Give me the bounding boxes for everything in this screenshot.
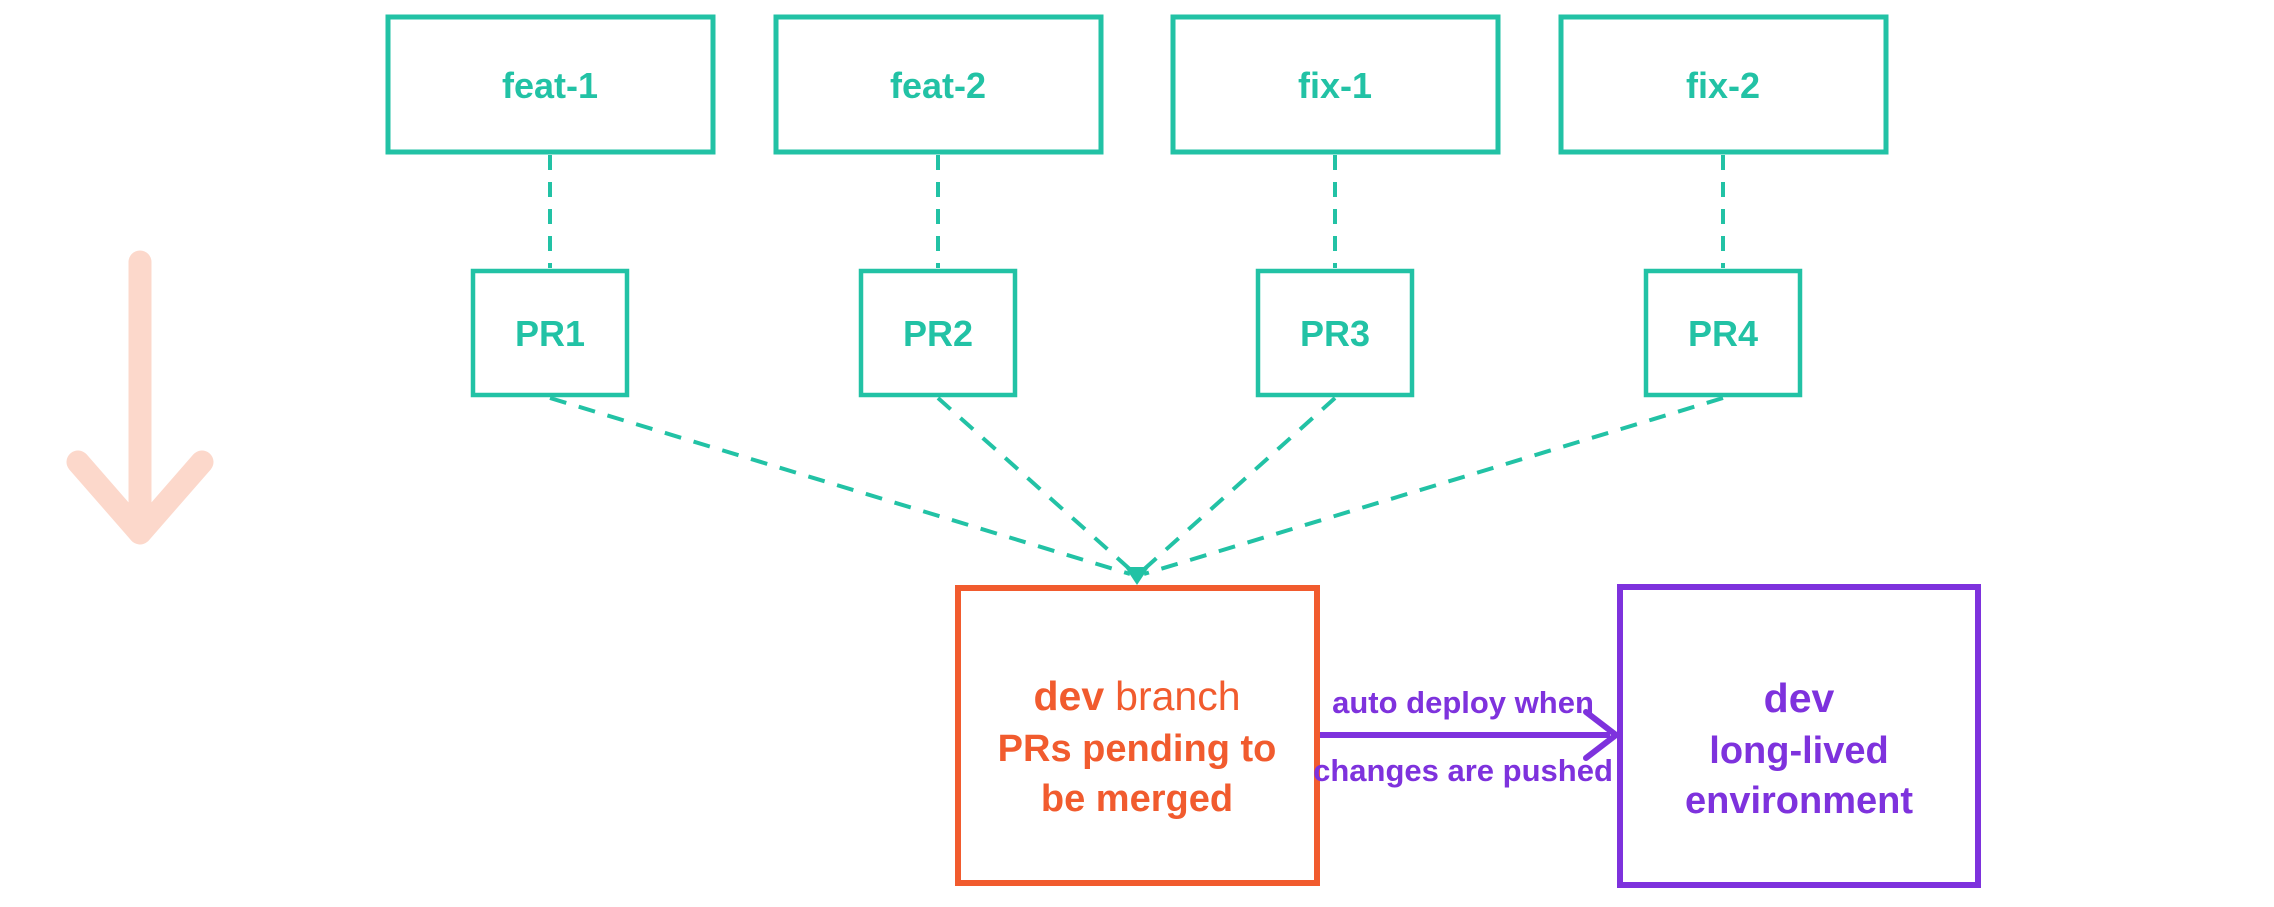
deploy-arrow-label-2: changes are pushed: [1313, 753, 1613, 788]
dev-branch-box-subtitle-2: be merged: [1041, 778, 1233, 820]
branch-box-feat-1-label: feat-1: [502, 65, 598, 106]
pr-box-3-label: PR3: [1300, 313, 1370, 354]
merge-line-pr4: [1143, 396, 1724, 576]
deploy-arrow: auto deploy when changes are pushed: [1313, 685, 1619, 788]
merge-arrowhead-icon: [1125, 567, 1149, 585]
dev-environment-box-subtitle-2: environment: [1685, 780, 1913, 822]
branch-box-fix-2: fix-2: [1558, 14, 1889, 155]
branch-box-fix-1-rect: [1170, 14, 1501, 155]
dev-branch-box-subtitle-1: PRs pending to: [998, 728, 1277, 770]
dev-environment-box-subtitle-1: long-lived: [1709, 730, 1888, 772]
merge-line-pr1: [549, 396, 1131, 576]
pr-box-4-label: PR4: [1688, 313, 1758, 354]
branch-box-feat-1: feat-1: [385, 14, 716, 155]
pr-box-4-rect: [1643, 268, 1803, 398]
branch-box-fix-1: fix-1: [1170, 14, 1501, 155]
pr-box-2-label: PR2: [903, 313, 973, 354]
pr-box-2: PR2: [858, 268, 1018, 398]
branch-box-fix-1-label: fix-1: [1298, 65, 1372, 106]
merge-line-pr3: [1139, 396, 1337, 574]
pr-box-1-rect: [470, 268, 630, 398]
branch-box-fix-2-rect: [1558, 14, 1889, 155]
down-arrow-head: [66, 450, 214, 545]
branch-box-feat-2-label: feat-2: [890, 65, 986, 106]
dev-branch-box-title-emphasis: dev: [1033, 673, 1104, 719]
pr-box-1: PR1: [470, 268, 630, 398]
dev-branch-box-title-rest: branch: [1115, 673, 1240, 719]
pr-box-4: PR4: [1643, 268, 1803, 398]
dev-environment-box: dev long-lived environment: [1617, 584, 1981, 888]
pr-box-2-rect: [858, 268, 1018, 398]
branch-box-feat-2: feat-2: [773, 14, 1104, 155]
deploy-arrow-label-1: auto deploy when: [1332, 685, 1594, 720]
pr-box-3: PR3: [1255, 268, 1415, 398]
pr-box-3-rect: [1255, 268, 1415, 398]
dev-environment-box-rect: [1617, 584, 1981, 888]
dev-branch-box-rect: [955, 585, 1320, 886]
branch-box-feat-2-rect: [773, 14, 1104, 155]
down-arrow-icon: [66, 250, 214, 545]
deploy-arrow-head: [1583, 709, 1619, 761]
dev-environment-box-title: dev: [1764, 675, 1835, 721]
branch-box-feat-1-rect: [385, 14, 716, 155]
merge-line-pr2: [936, 396, 1135, 574]
branch-box-fix-2-label: fix-2: [1686, 65, 1760, 106]
pr-box-1-label: PR1: [515, 313, 585, 354]
